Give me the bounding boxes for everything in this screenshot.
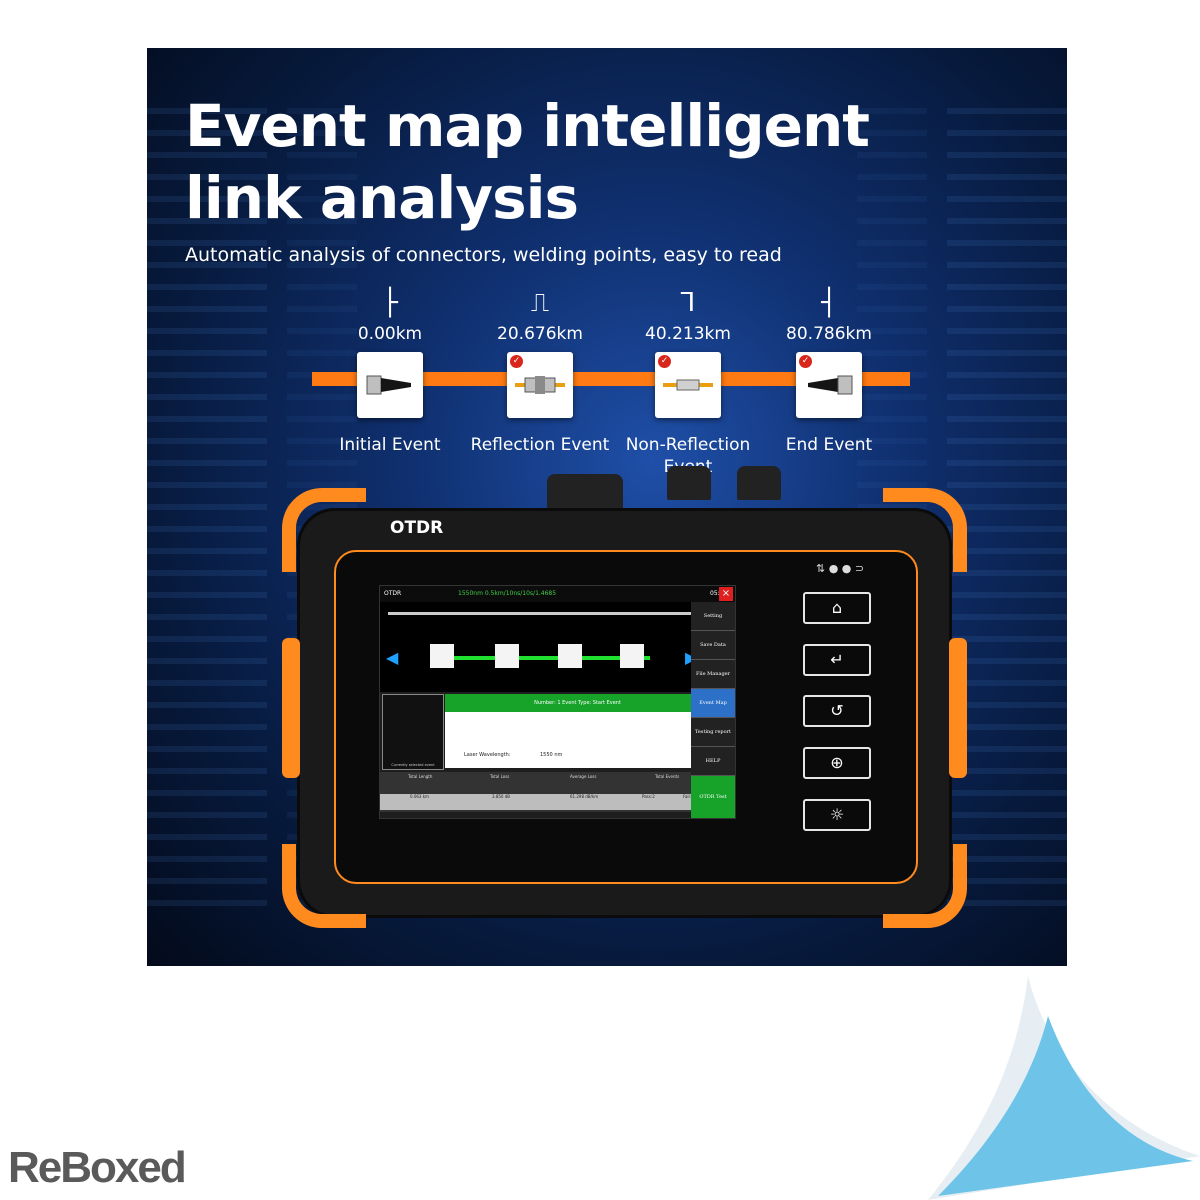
arrow-left-icon[interactable]: ◀ xyxy=(386,648,399,667)
event-info-header: Number: 1 Event Type: Start Event xyxy=(445,694,710,712)
headline-line2: link analysis xyxy=(185,164,579,232)
event-map-view: ◀ ▶ xyxy=(380,602,723,692)
status-leds: ⇅ ● ● ⊃ xyxy=(816,562,865,575)
check-icon: ✓ xyxy=(799,355,812,368)
side-grip xyxy=(282,638,300,778)
event-distance: 20.676km xyxy=(497,324,583,344)
event-reflection: ⎍ 20.676km ✓ Reflection Event xyxy=(460,288,620,456)
event-label-line1: Non-Reflection xyxy=(625,435,751,455)
total-loss: 3.850 dB xyxy=(492,794,511,799)
totals-header: Average Loss xyxy=(570,774,597,779)
fail-count: Fail:2 xyxy=(683,794,694,799)
back-icon[interactable]: ↺ xyxy=(803,695,871,727)
non-reflection-event-symbol-icon: ⅂ xyxy=(680,288,696,318)
screen-menu: Setting Save Data File Manager Event Map… xyxy=(691,602,735,818)
end-event-symbol-icon: ┤ xyxy=(821,288,837,318)
product-banner: Event map intelligent link analysis Auto… xyxy=(147,48,1067,966)
close-icon[interactable]: × xyxy=(719,587,733,601)
totals-header: Total Events xyxy=(655,774,680,779)
connector-adapter-icon xyxy=(515,376,565,394)
page-curl-icon xyxy=(928,976,1200,1200)
event-distance: 40.213km xyxy=(645,324,731,344)
server-rack-right xyxy=(947,108,1067,906)
headline-line1: Event map intelligent xyxy=(185,92,870,160)
connector-end-icon xyxy=(808,375,853,395)
map-event[interactable] xyxy=(495,644,519,668)
subheadline: Automatic analysis of connectors, weldin… xyxy=(185,244,782,266)
check-icon: ✓ xyxy=(658,355,671,368)
selected-event-thumbnail: Currently selected event xyxy=(382,694,444,770)
initial-event-symbol-icon: ├ xyxy=(382,288,398,318)
selected-event-caption: Currently selected event xyxy=(391,763,435,767)
totals-header-row: Total Length Total Loss Average Loss Tot… xyxy=(380,774,710,790)
side-grip xyxy=(949,638,967,778)
screen-app-name: OTDR xyxy=(384,590,402,597)
connector-port xyxy=(737,466,781,500)
trace-scrollbar[interactable] xyxy=(388,612,708,615)
home-icon[interactable]: ⌂ xyxy=(803,592,871,624)
event-label: Initial Event xyxy=(339,435,441,455)
link-line xyxy=(440,656,650,660)
fiber-line xyxy=(312,372,910,386)
device-bezel: ⇅ ● ● ⊃ OTDR 1550nm 0.5km/10ns/10s/1.468… xyxy=(334,550,918,884)
connector-end-icon xyxy=(366,375,411,395)
reboxed-logo: ReBoxed xyxy=(8,1143,187,1192)
backlight-icon[interactable]: ☼ xyxy=(803,799,871,831)
screen-status-bar: OTDR 1550nm 0.5km/10ns/10s/1.4685 05:05 … xyxy=(380,586,735,613)
event-card: ✓ xyxy=(507,352,573,418)
average-loss: 61.298 dB/km xyxy=(570,794,599,799)
event-end: ┤ 80.786km ✓ End Event xyxy=(749,288,909,456)
enter-icon[interactable]: ↵ xyxy=(803,644,871,676)
pass-count: Pass:2 xyxy=(642,794,655,799)
totals-header: Total Length xyxy=(408,774,433,779)
otdr-device: OTDR ⇅ ● ● ⊃ OTDR 1550nm 0.5km/10ns/10s/… xyxy=(282,466,967,928)
menu-event-map[interactable]: Event Map xyxy=(691,689,735,718)
menu-otdr-test[interactable]: OTDR Test xyxy=(691,776,735,818)
reflection-event-symbol-icon: ⎍ xyxy=(530,288,550,318)
event-info-panel: Currently selected event Number: 1 Event… xyxy=(380,692,723,818)
total-length: 0.063 km xyxy=(410,794,429,799)
headline: Event map intelligent link analysis xyxy=(185,90,870,234)
event-non-reflection: ⅂ 40.213km ✓ Non-Reflection Event xyxy=(608,288,768,478)
device-brand: OTDR xyxy=(390,518,444,538)
menu-file-manager[interactable]: File Manager xyxy=(691,660,735,689)
menu-testing-report[interactable]: Testing report xyxy=(691,718,735,747)
event-label: Reflection Event xyxy=(470,435,610,455)
connector-port xyxy=(667,466,711,500)
totals-header: Total Loss xyxy=(490,774,510,779)
splice-sleeve-icon xyxy=(663,379,713,391)
server-rack-left xyxy=(147,108,267,906)
map-event[interactable] xyxy=(430,644,454,668)
laser-wavelength-value: 1550 nm xyxy=(540,752,563,758)
check-icon: ✓ xyxy=(510,355,523,368)
zoom-icon[interactable]: ⊕ xyxy=(803,747,871,779)
event-initial: ├ 0.00km Initial Event xyxy=(310,288,470,456)
menu-help[interactable]: HELP xyxy=(691,747,735,776)
event-label: End Event xyxy=(785,435,873,455)
screen-status: 1550nm 0.5km/10ns/10s/1.4685 xyxy=(458,590,557,597)
menu-setting[interactable]: Setting xyxy=(691,602,735,631)
event-distance: 0.00km xyxy=(357,324,423,344)
map-event[interactable] xyxy=(558,644,582,668)
port-housing xyxy=(547,474,623,514)
event-card xyxy=(357,352,423,418)
event-distance: 80.786km xyxy=(786,324,872,344)
bumper-corner xyxy=(282,488,366,572)
event-card: ✓ xyxy=(796,352,862,418)
map-event[interactable] xyxy=(620,644,644,668)
device-screen: OTDR 1550nm 0.5km/10ns/10s/1.4685 05:05 … xyxy=(379,585,736,819)
event-card: ✓ xyxy=(655,352,721,418)
laser-wavelength-label: Laser Wavelength: xyxy=(464,752,511,758)
totals-table: Total Length Total Loss Average Loss Tot… xyxy=(380,772,710,812)
event-info-card xyxy=(445,712,710,768)
totals-value-row: 0.063 km 3.850 dB 61.298 dB/km Pass:2 Fa… xyxy=(380,794,710,810)
menu-save-data[interactable]: Save Data xyxy=(691,631,735,660)
